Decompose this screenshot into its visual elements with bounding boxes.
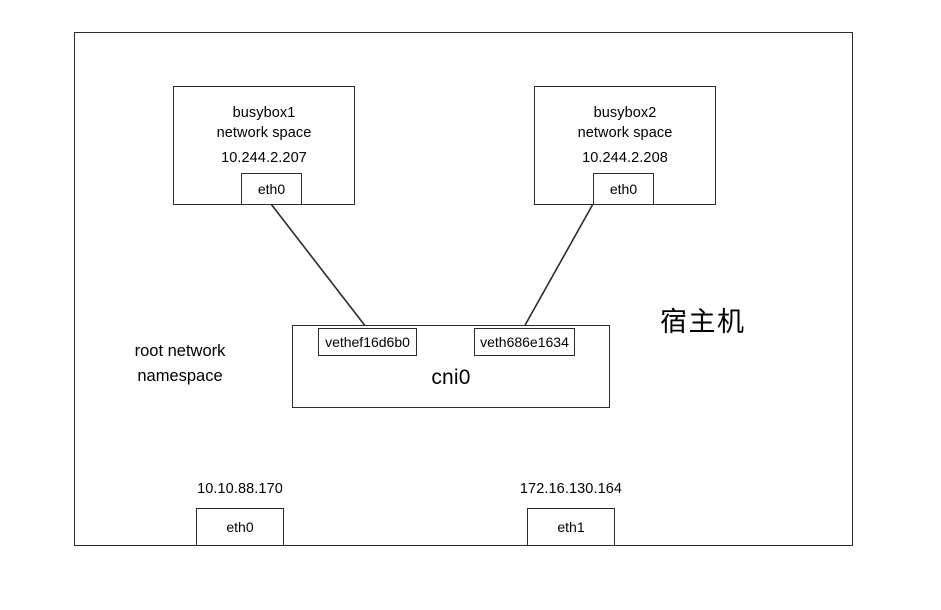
namespace-box-busybox1: busybox1 network space 10.244.2.207 eth0	[173, 86, 355, 205]
physical-interface-ip-eth0: 10.10.88.170	[197, 481, 283, 497]
namespace-title-busybox1: busybox1 network space	[216, 105, 312, 141]
host-machine-label: 宿主机	[660, 307, 746, 338]
physical-interface-box-eth1: eth1	[527, 508, 615, 546]
namespace-ip-busybox2: 10.244.2.208	[582, 150, 668, 166]
interface-box-busybox2-eth0: eth0	[593, 173, 654, 205]
bridge-port-veth686e1634: veth686e1634	[474, 328, 575, 356]
root-namespace-label: root network namespace	[134, 342, 226, 385]
physical-interface-box-eth0: eth0	[196, 508, 284, 546]
interface-box-busybox1-eth0: eth0	[241, 173, 302, 205]
namespace-ip-busybox1: 10.244.2.207	[221, 150, 307, 166]
namespace-title-busybox2: busybox2 network space	[577, 105, 673, 141]
physical-interface-ip-eth1: 172.16.130.164	[519, 481, 623, 497]
bridge-port-vethef16d6b0: vethef16d6b0	[318, 328, 417, 356]
namespace-box-busybox2: busybox2 network space 10.244.2.208 eth0	[534, 86, 716, 205]
host-machine-frame	[74, 32, 853, 546]
bridge-box-cni0: vethef16d6b0 veth686e1634 cni0	[292, 325, 610, 408]
bridge-label-cni0: cni0	[431, 366, 471, 389]
